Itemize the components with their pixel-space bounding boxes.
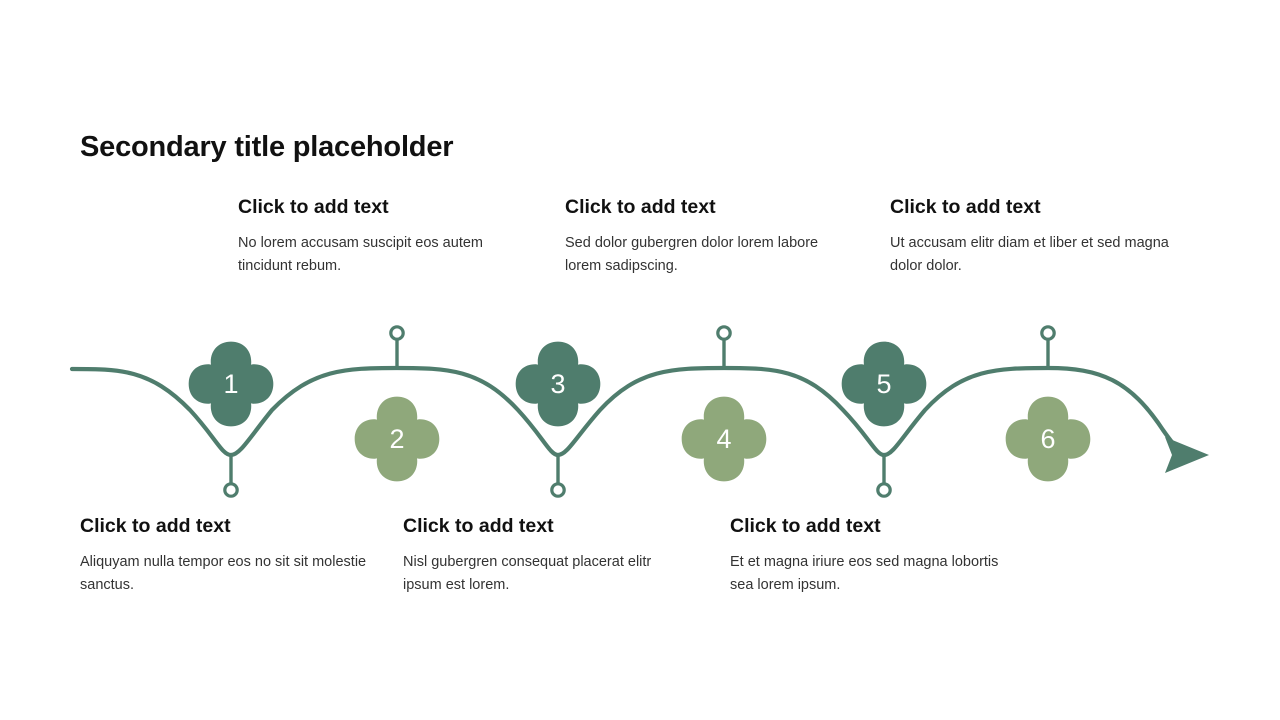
step-badge-3[interactable]: 3 bbox=[512, 338, 604, 430]
text-block-heading[interactable]: Click to add text bbox=[80, 515, 231, 537]
connector-group-4 bbox=[716, 325, 732, 370]
step-number-1: 1 bbox=[223, 368, 239, 399]
connector-ring-1 bbox=[223, 482, 239, 498]
text-block-bottom-2[interactable]: Click to add text Nisl gubergren consequ… bbox=[403, 515, 693, 596]
connector-group-5 bbox=[876, 453, 892, 498]
step-number-2: 2 bbox=[389, 423, 405, 454]
wave-path bbox=[69, 365, 1184, 458]
connector-group-1 bbox=[223, 453, 239, 498]
connector-ring-3 bbox=[550, 482, 566, 498]
text-block-body[interactable]: Ut accusam elitr diam et liber et sed ma… bbox=[890, 235, 1169, 274]
connector-ring-6 bbox=[1040, 325, 1056, 341]
step-badge-2[interactable]: 2 bbox=[351, 393, 443, 485]
text-block-heading[interactable]: Click to add text bbox=[238, 196, 389, 218]
text-block-top-2[interactable]: Click to add text Sed dolor gubergren do… bbox=[565, 196, 855, 277]
text-block-body[interactable]: Sed dolor gubergren dolor lorem labore l… bbox=[565, 235, 819, 274]
quatrefoil-icon bbox=[188, 341, 274, 427]
text-block-top-3[interactable]: Click to add text Ut accusam elitr diam … bbox=[890, 196, 1180, 277]
step-number-5: 5 bbox=[876, 368, 892, 399]
text-block-heading[interactable]: Click to add text bbox=[565, 196, 716, 218]
step-badge-1[interactable]: 1 bbox=[185, 338, 277, 430]
text-block-heading[interactable]: Click to add text bbox=[730, 515, 881, 537]
text-block-bottom-1[interactable]: Click to add text Aliquyam nulla tempor … bbox=[80, 515, 370, 596]
quatrefoil-icon bbox=[681, 396, 767, 482]
page-title: Secondary title placeholder bbox=[80, 131, 454, 163]
step-badge-4[interactable]: 4 bbox=[678, 393, 770, 485]
text-block-heading[interactable]: Click to add text bbox=[890, 196, 1041, 218]
connector-ring-5 bbox=[876, 482, 892, 498]
text-block-body[interactable]: Nisl gubergren consequat placerat elitr … bbox=[403, 554, 652, 593]
quatrefoil-icon bbox=[841, 341, 927, 427]
wave-arrowhead-icon bbox=[1165, 437, 1209, 473]
connector-ring-2 bbox=[389, 325, 405, 341]
text-block-bottom-3[interactable]: Click to add text Et et magna iriure eos… bbox=[730, 515, 1020, 596]
quatrefoil-icon bbox=[1005, 396, 1091, 482]
step-badge-6[interactable]: 6 bbox=[1002, 393, 1094, 485]
quatrefoil-icon bbox=[354, 396, 440, 482]
step-number-4: 4 bbox=[716, 423, 732, 454]
text-block-body[interactable]: Et et magna iriure eos sed magna loborti… bbox=[730, 554, 999, 593]
connector-group-6 bbox=[1040, 325, 1056, 370]
step-number-6: 6 bbox=[1040, 423, 1056, 454]
text-block-body[interactable]: Aliquyam nulla tempor eos no sit sit mol… bbox=[80, 554, 367, 593]
text-block-heading[interactable]: Click to add text bbox=[403, 515, 554, 537]
text-block-body[interactable]: No lorem accusam suscipit eos autem tinc… bbox=[238, 235, 483, 274]
quatrefoil-icon bbox=[515, 341, 601, 427]
text-block-top-1[interactable]: Click to add text No lorem accusam susci… bbox=[238, 196, 528, 277]
step-badge-5[interactable]: 5 bbox=[838, 338, 930, 430]
connector-group-3 bbox=[550, 453, 566, 498]
connector-ring-4 bbox=[716, 325, 732, 341]
step-number-3: 3 bbox=[550, 368, 566, 399]
connector-group-2 bbox=[389, 325, 405, 370]
